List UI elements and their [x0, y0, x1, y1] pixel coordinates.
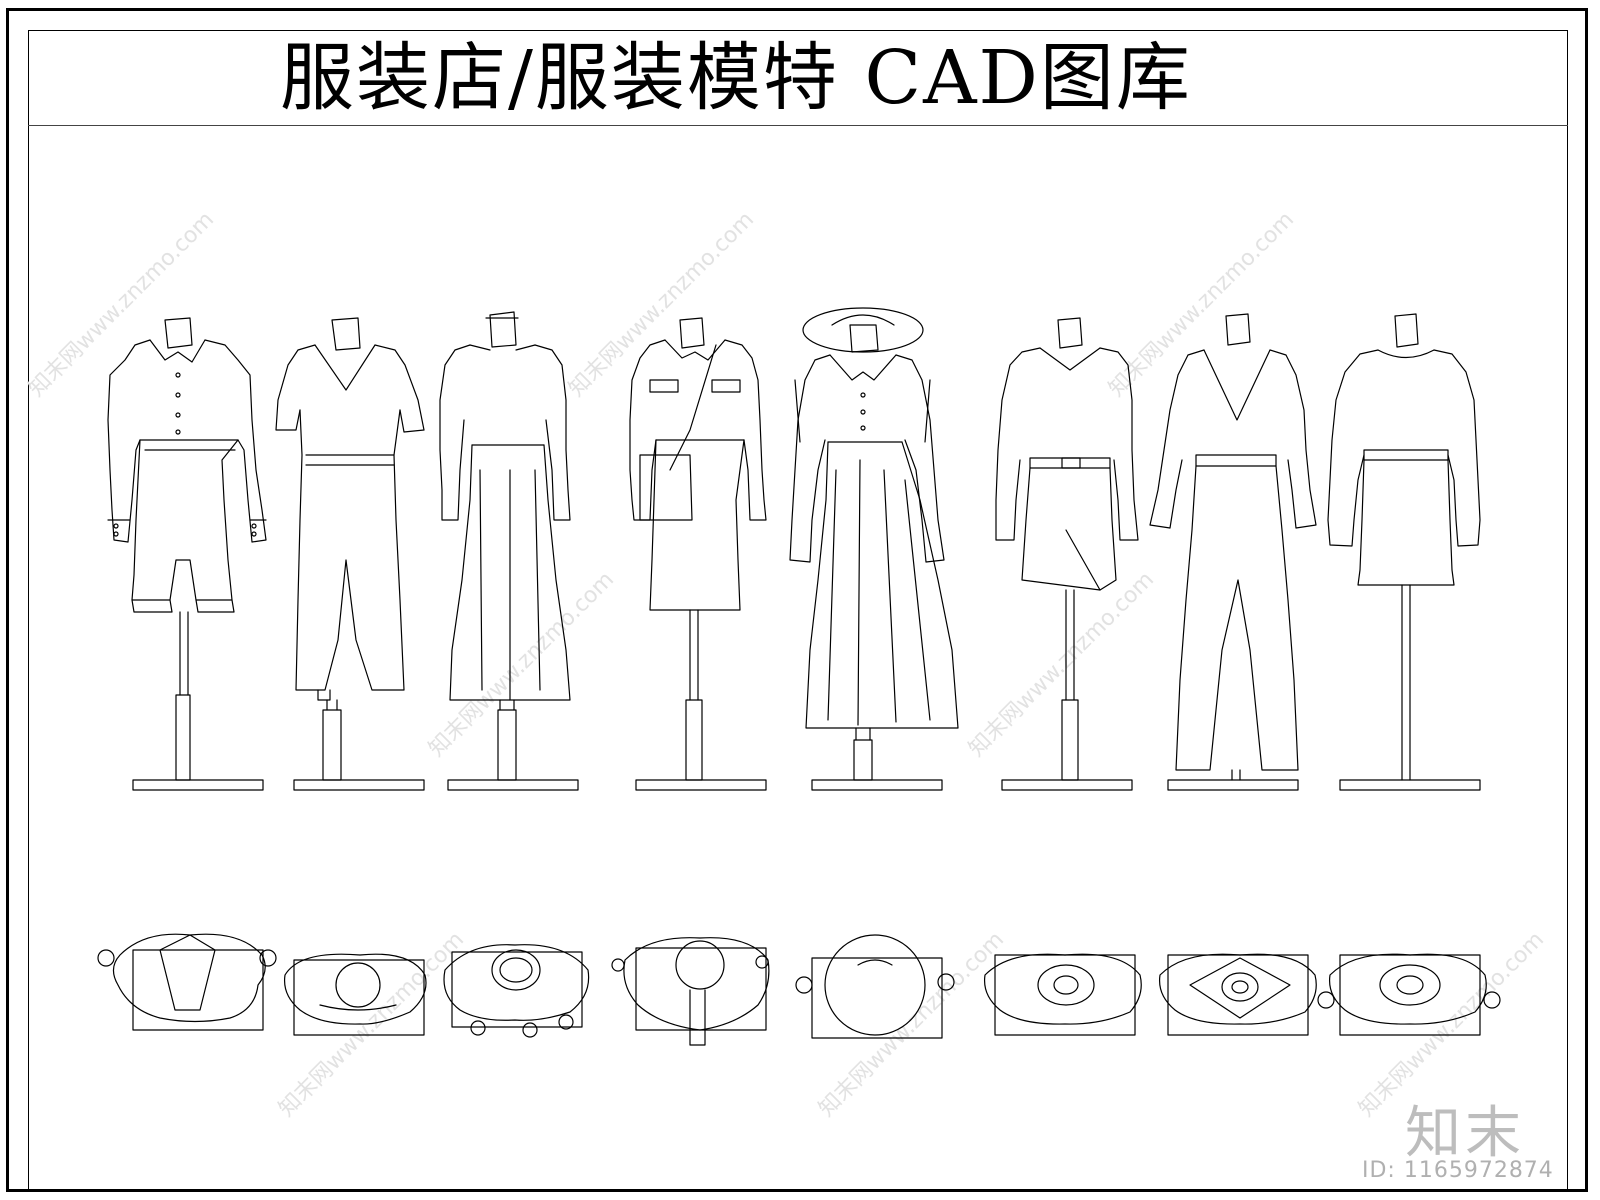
mannequin-vneck-skirt [995, 317, 1139, 791]
mannequin-shirt-shorts [107, 317, 267, 791]
outer-frame [6, 8, 1588, 1192]
watermark-id: ID: 1165972874 [1362, 1158, 1554, 1183]
mannequin-shirt-bag-skirt [629, 317, 767, 791]
mannequin-hat-dress [789, 307, 959, 791]
title-divider [28, 125, 1568, 126]
mannequin-vneck-jumpsuit [275, 317, 425, 791]
watermark-logo: 知末 [1405, 1101, 1525, 1166]
plan-views [97, 933, 1501, 1046]
mannequin-turtleneck-dress [439, 311, 579, 791]
inner-frame [28, 30, 1568, 1192]
mannequin-mini-dress [1327, 313, 1481, 791]
mannequin-vest-jumpsuit [1149, 313, 1317, 791]
page-title: 服装店/服装模特 CAD图库 [280, 35, 1192, 121]
